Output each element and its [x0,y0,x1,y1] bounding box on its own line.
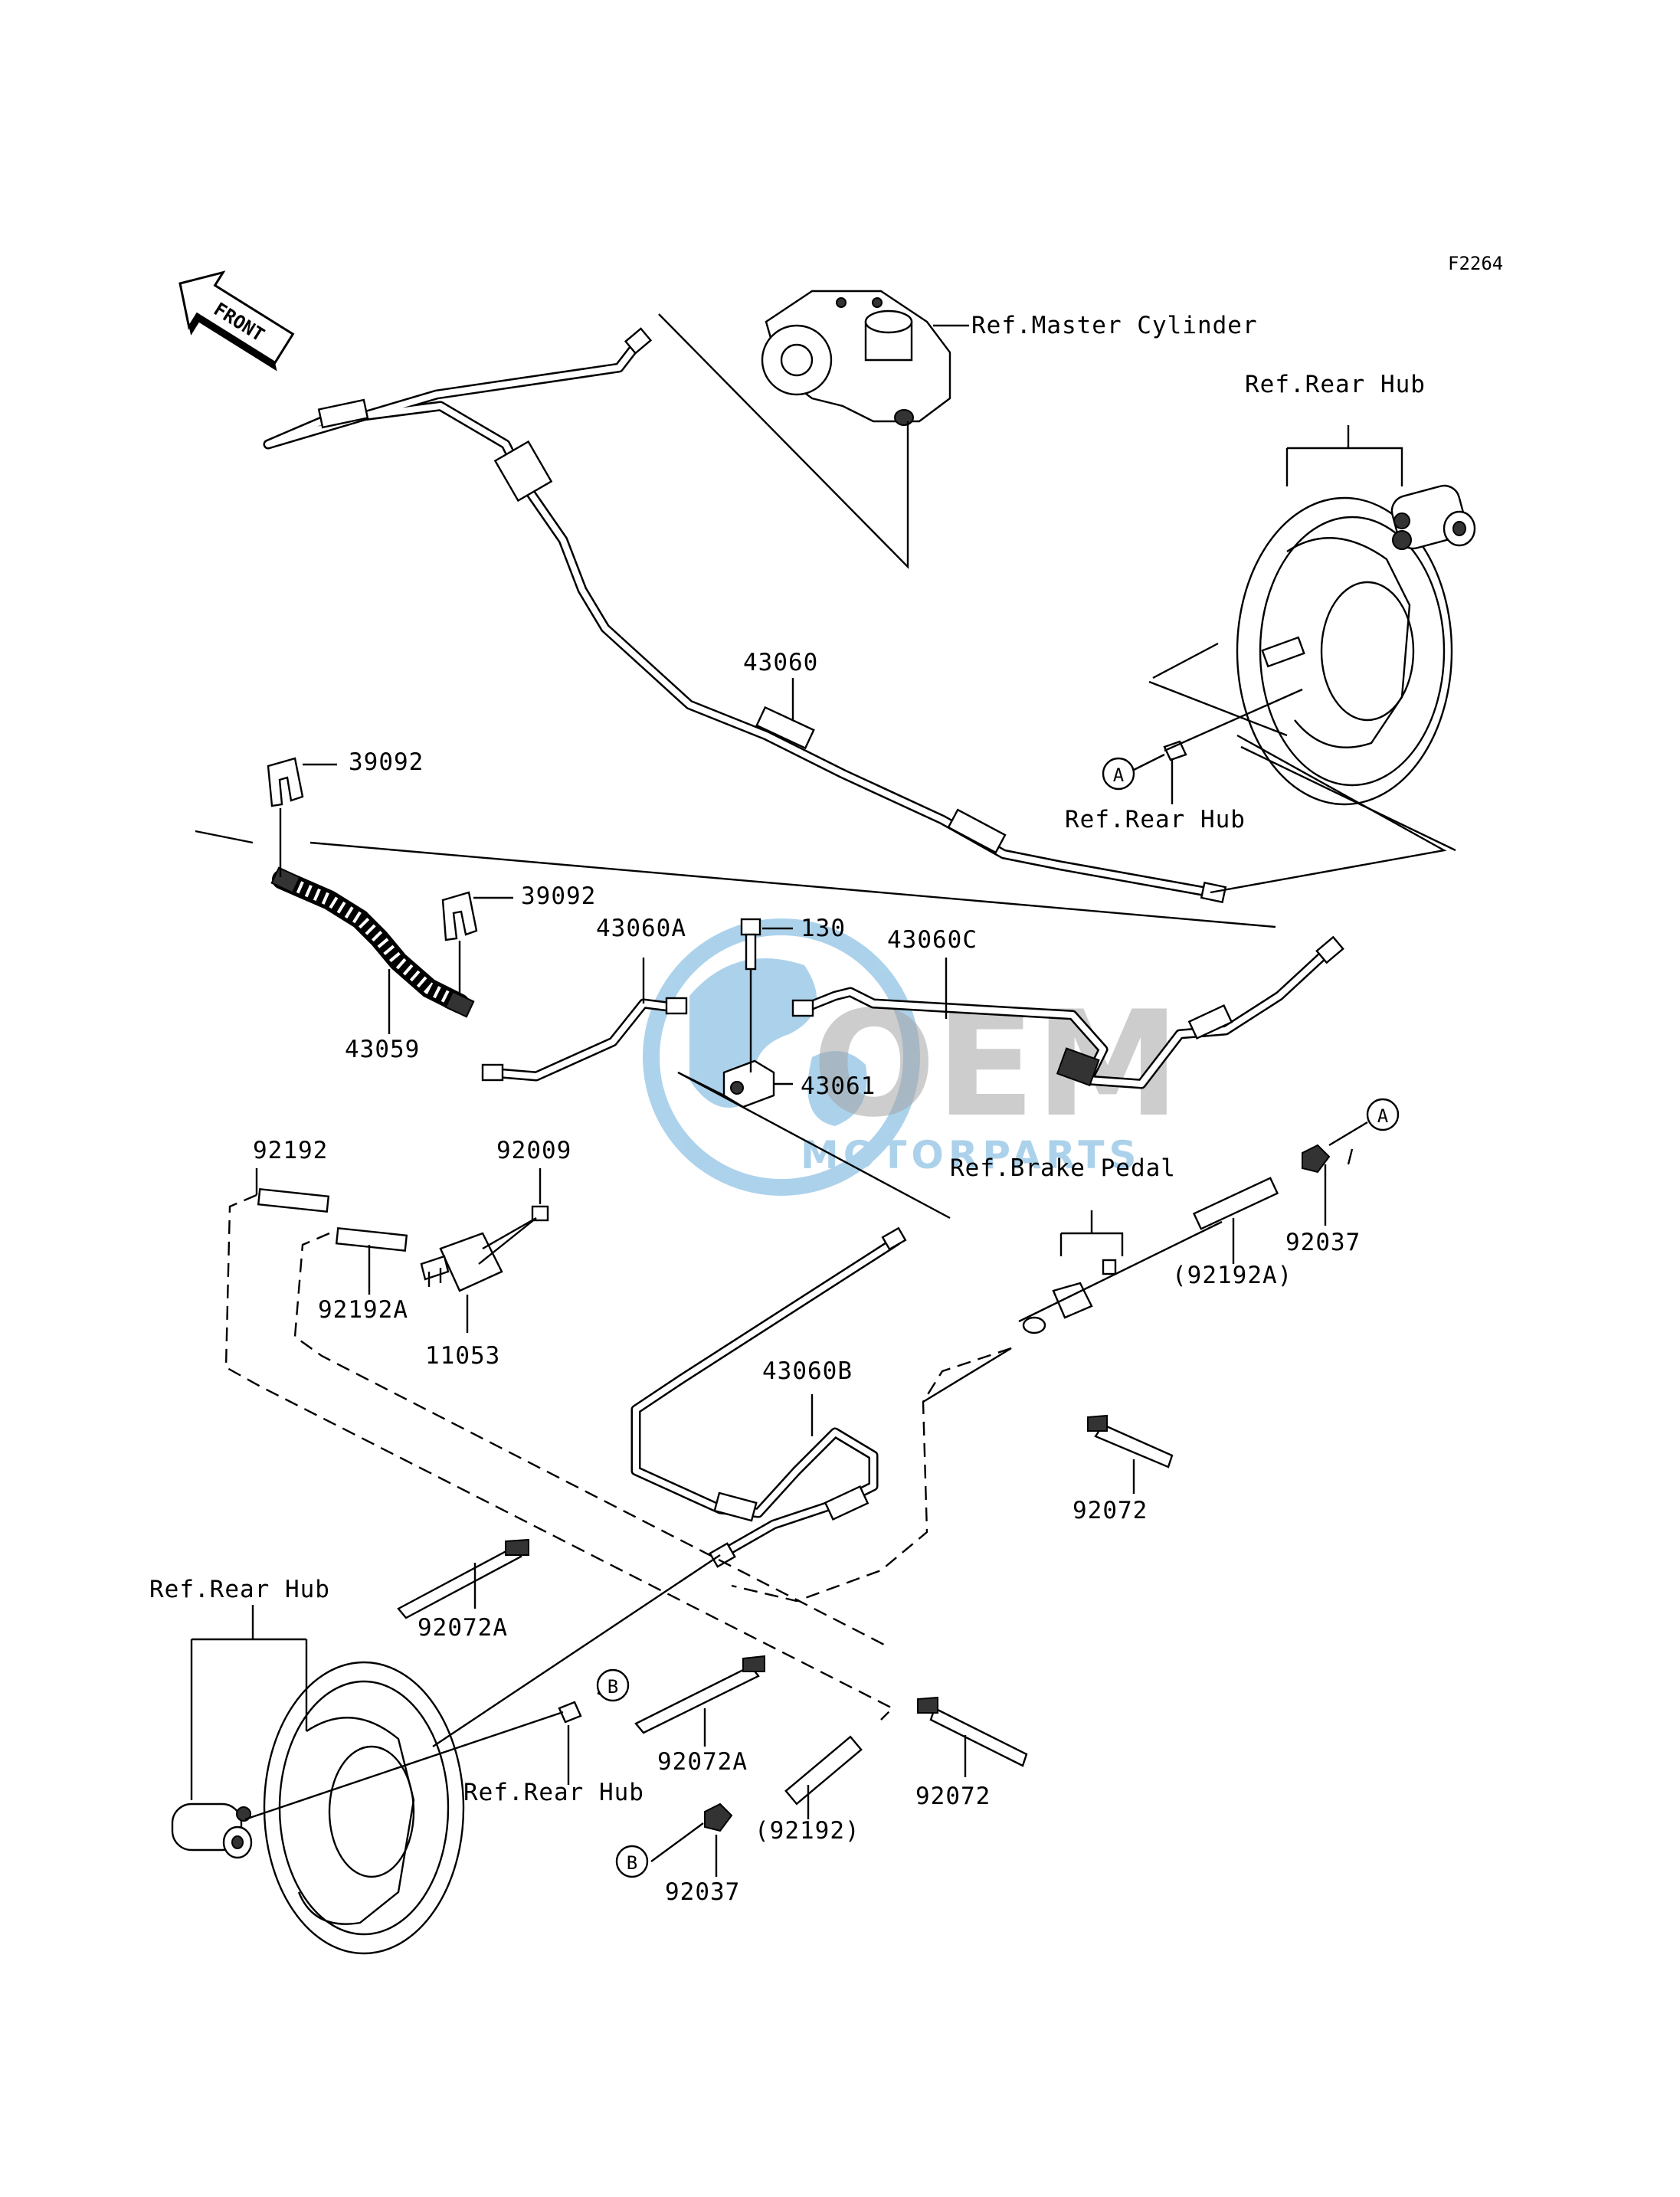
brake-hose-43059 [270,866,475,1018]
cable-tie-92072-right-icon [1087,1414,1174,1468]
clip-39092-top-icon [267,757,304,807]
hose-92192-paren-icon [784,1735,863,1806]
bleeder-valve-right-icon [1163,740,1187,761]
part-43059-label: 43059 [345,1036,420,1063]
svg-text:A: A [1113,765,1125,786]
svg-text:B: B [627,1852,637,1874]
rear-hub-brake-panel-right-icon [1236,484,1476,806]
marker-a-right: A [1328,1098,1400,1147]
bleeder-valve-center-icon [558,1701,582,1724]
marker-a-top: A [1102,753,1165,791]
rear-hub-brake-panel-left-icon [171,1661,465,1955]
clip-39092-mid-icon [441,891,478,941]
part-92072a-center-label: 92072A [657,1748,748,1776]
part-43061-label: 43061 [801,1072,876,1100]
ref-rear-hub-left-label: Ref.Rear Hub [149,1576,330,1603]
brake-pedal-bracket-icon [1022,1259,1117,1334]
figure-code: F2264 [1448,253,1503,274]
brake-pipe-43060 [263,327,1227,904]
clamp-92037-right-icon [1302,1144,1331,1174]
cable-tie-92072a-left-icon [397,1538,529,1619]
part-39092-mid-label: 39092 [521,882,596,910]
part-92009-label: 92009 [496,1137,571,1164]
ref-rear-hub-right-mid-label: Ref.Rear Hub [1065,806,1246,833]
part-130-label: 130 [801,915,846,942]
ref-brake-pedal-label: Ref.Brake Pedal [950,1154,1176,1182]
brake-pipe-43060b [630,1226,907,1568]
brake-light-switch-11053-icon [420,1232,503,1292]
part-92192a-label: 92192A [318,1296,408,1324]
part-11053-label: 11053 [425,1342,500,1370]
master-cylinder-icon [761,290,951,426]
part-92192a-paren-label: (92192A) [1172,1262,1292,1289]
three-way-joint-43061-icon [722,1059,775,1108]
part-92037-bottom-label: 92037 [665,1878,740,1906]
part-43060c-label: 43060C [887,926,978,954]
grommet-92009-icon [531,1205,549,1222]
leader-lines [190,313,1456,1877]
svg-text:B: B [607,1676,618,1698]
part-92192-paren-label: (92192) [755,1817,860,1845]
ref-rear-hub-center-label: Ref.Rear Hub [463,1779,644,1806]
cable-tie-92072a-center-icon [634,1655,765,1734]
hose-92192a-paren-icon [1192,1177,1279,1230]
part-92037-right-label: 92037 [1285,1229,1361,1256]
watermark-sub: MOTORPARTS [801,1133,1141,1177]
part-92072a-left-label: 92072A [418,1614,508,1642]
part-43060b-label: 43060B [762,1357,853,1385]
svg-text:A: A [1377,1105,1389,1127]
brake-pipe-43060c [791,935,1344,1089]
part-43060a-label: 43060A [596,915,686,942]
part-39092-top-label: 39092 [349,748,424,776]
marker-b-center: B [596,1668,630,1702]
cable-tie-92072-bottom-icon [917,1696,1028,1767]
part-92192-label: 92192 [253,1137,328,1164]
marker-b-bottom: B [615,1845,649,1878]
front-direction-arrow-icon: FRONT [178,270,295,372]
clamp-92037-bottom-icon [704,1802,733,1832]
part-92072-bottom-label: 92072 [915,1783,991,1810]
ref-rear-hub-right-top-label: Ref.Rear Hub [1245,371,1426,398]
ref-master-cylinder-label: Ref.Master Cylinder [971,312,1258,339]
part-43060-label: 43060 [743,649,818,676]
hose-92192-icon [257,1188,330,1213]
hose-92192a-icon [335,1227,408,1252]
part-92072-right-label: 92072 [1073,1497,1148,1524]
bolt-130-icon [740,918,761,971]
brake-pipe-43060a [481,997,688,1082]
harness-routing-dashed [224,1193,1012,1721]
